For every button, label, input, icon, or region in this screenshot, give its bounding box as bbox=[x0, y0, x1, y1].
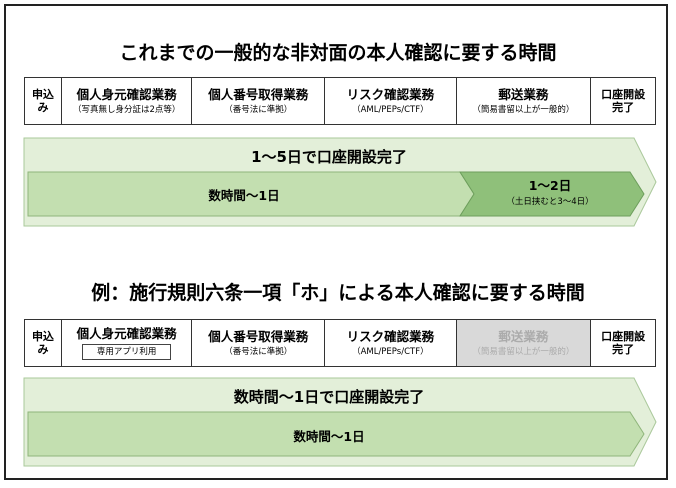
section2-outer-label: 数時間～1日で口座開設完了 bbox=[233, 388, 425, 406]
step-account-open-label: 口座開設完了 bbox=[601, 88, 646, 114]
step-postal-note: （簡易書留以上が一般的） bbox=[472, 346, 575, 357]
section2-hours-label: 数時間～1日 bbox=[293, 429, 365, 444]
section1-postal-note: （土日挟むと3～4日） bbox=[506, 197, 594, 207]
step-risk-check-note: （AML/PEPs/CTF） bbox=[352, 104, 429, 115]
step-risk-check: リスク確認業務 （AML/PEPs/CTF） bbox=[325, 78, 457, 124]
step-mynumber: 個人番号取得業務 （番号法に準拠） bbox=[192, 78, 326, 124]
step-risk-check: リスク確認業務 （AML/PEPs/CTF） bbox=[325, 320, 457, 366]
diagram-frame: これまでの一般的な非対面の本人確認に要する時間 申込み 個人身元確認業務 （写真… bbox=[4, 4, 668, 480]
section1-hours-label: 数時間～1日 bbox=[208, 188, 280, 203]
step-apply: 申込み bbox=[25, 320, 62, 366]
step-mynumber: 個人番号取得業務 （番号法に準拠） bbox=[192, 320, 326, 366]
step-mynumber-label: 個人番号取得業務 bbox=[208, 86, 309, 102]
step-apply-label: 申込み bbox=[31, 330, 54, 356]
step-account-open-label: 口座開設完了 bbox=[601, 330, 646, 356]
step-identity-check-note: （写真無し身分証は2点等） bbox=[72, 104, 181, 115]
section2-step-row: 申込み 個人身元確認業務 専用アプリ利用 個人番号取得業務 （番号法に準拠） リ… bbox=[24, 319, 656, 367]
step-postal-label: 郵送業務 bbox=[498, 86, 549, 102]
section2-hours-arrow bbox=[27, 411, 645, 457]
step-identity-check: 個人身元確認業務 専用アプリ利用 bbox=[62, 320, 193, 366]
section1-postal-label: 1～2日 bbox=[528, 178, 572, 193]
step-risk-check-note: （AML/PEPs/CTF） bbox=[352, 346, 429, 357]
step-mynumber-label: 個人番号取得業務 bbox=[208, 328, 309, 344]
step-postal-label: 郵送業務 bbox=[498, 328, 549, 344]
step-identity-check-label: 個人身元確認業務 bbox=[76, 326, 177, 341]
step-postal-note: （簡易書留以上が一般的） bbox=[472, 104, 575, 115]
step-risk-check-label: リスク確認業務 bbox=[346, 328, 435, 344]
section2-title: 例：施行規則六条一項「ホ」による本人確認に要する時間 bbox=[91, 282, 585, 304]
step-postal-disabled: 郵送業務 （簡易書留以上が一般的） bbox=[456, 320, 592, 366]
step-risk-check-label: リスク確認業務 bbox=[346, 86, 435, 102]
timeline-arrows bbox=[23, 137, 657, 467]
section1-outer-label: 1～5日で口座開設完了 bbox=[251, 148, 407, 166]
step-account-open: 口座開設完了 bbox=[591, 320, 655, 366]
section1-title: これまでの一般的な非対面の本人確認に要する時間 bbox=[119, 42, 557, 64]
section1-postal-arrow bbox=[459, 171, 645, 217]
step-identity-check-label: 個人身元確認業務 bbox=[76, 86, 177, 102]
dedicated-app-badge: 専用アプリ利用 bbox=[81, 344, 172, 360]
section1-step-row: 申込み 個人身元確認業務 （写真無し身分証は2点等） 個人番号取得業務 （番号法… bbox=[24, 77, 656, 125]
step-mynumber-note: （番号法に準拠） bbox=[224, 104, 293, 115]
step-mynumber-note: （番号法に準拠） bbox=[224, 346, 293, 357]
step-apply: 申込み bbox=[25, 78, 62, 124]
step-apply-label: 申込み bbox=[31, 88, 54, 114]
step-identity-check: 個人身元確認業務 （写真無し身分証は2点等） bbox=[62, 78, 193, 124]
step-postal: 郵送業務 （簡易書留以上が一般的） bbox=[457, 78, 592, 124]
step-account-open: 口座開設完了 bbox=[591, 78, 655, 124]
